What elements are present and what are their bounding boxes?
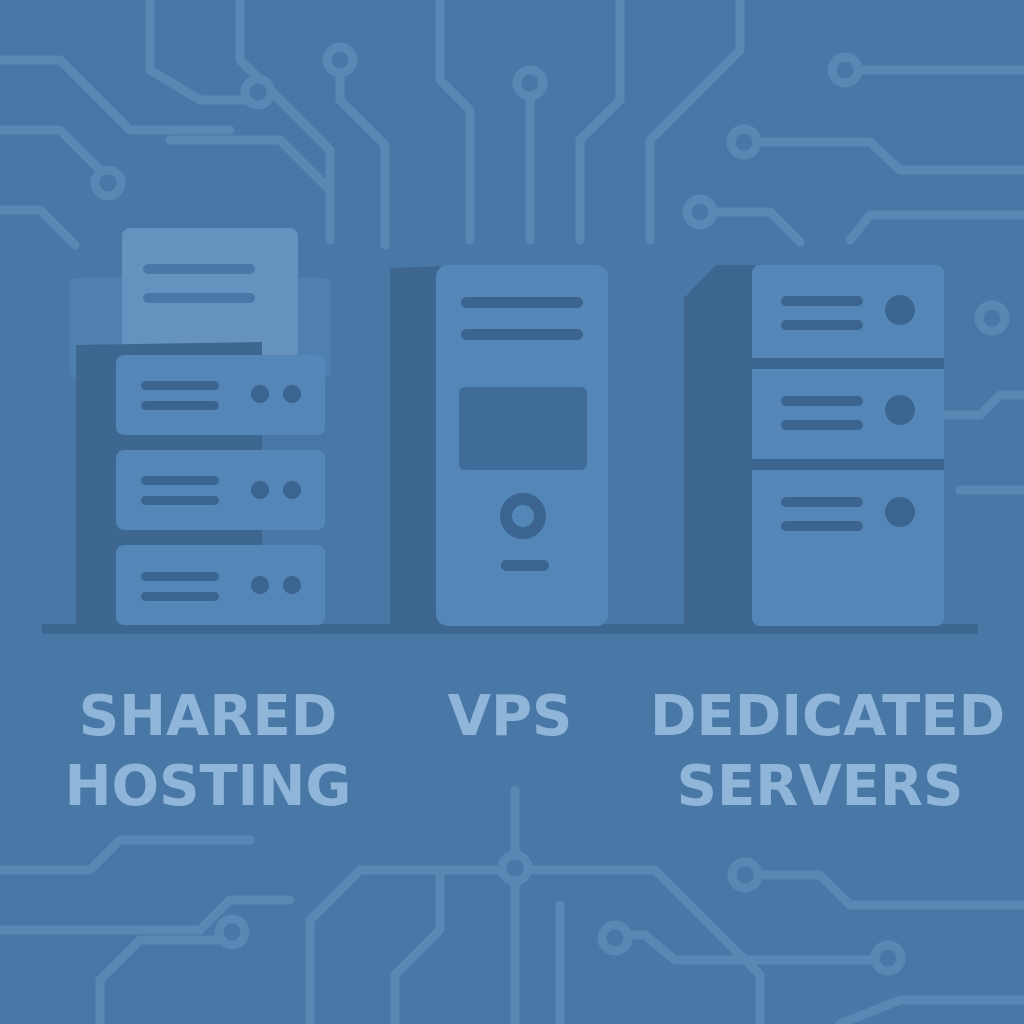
rack-unit	[116, 450, 325, 530]
vent-line	[143, 293, 255, 303]
vent-line	[461, 297, 583, 308]
circuit-node	[597, 920, 633, 956]
circuit-trace	[435, 0, 475, 245]
power-button-icon	[500, 493, 546, 539]
rack-body	[752, 265, 944, 626]
circuit-node	[682, 194, 718, 230]
rack-unit	[116, 355, 325, 435]
vent-line	[781, 521, 863, 531]
rack-divider	[752, 358, 944, 369]
vent-line	[141, 476, 219, 485]
circuit-trace	[235, 0, 335, 245]
vent-line	[141, 572, 219, 581]
circuit-trace	[0, 835, 255, 875]
floor-line	[42, 624, 978, 634]
vent-line	[143, 264, 255, 274]
status-light-icon	[251, 385, 269, 403]
status-light-icon	[885, 395, 915, 425]
circuit-node	[870, 940, 906, 976]
vent-line	[781, 396, 863, 406]
circuit-trace	[610, 930, 885, 965]
vent-line	[141, 381, 219, 390]
label-dedicated-servers: DEDICATED SERVERS	[650, 682, 1006, 822]
vent-line	[141, 401, 219, 410]
rack-divider	[752, 459, 944, 470]
circuit-trace	[645, 0, 745, 245]
circuit-trace	[145, 0, 250, 105]
circuit-trace	[575, 0, 625, 245]
circuit-trace	[335, 65, 390, 250]
drive-bay	[459, 387, 587, 470]
status-light-icon	[885, 497, 915, 527]
vent-line	[141, 496, 219, 505]
circuit-node	[214, 914, 250, 950]
rack-unit	[116, 545, 325, 625]
circuit-node	[727, 857, 763, 893]
circuit-trace	[705, 207, 805, 247]
circuit-trace	[0, 55, 235, 135]
circuit-trace	[390, 865, 520, 1024]
status-light-icon	[283, 481, 301, 499]
vent-line	[781, 420, 863, 430]
circuit-trace	[305, 865, 520, 1024]
circuit-trace	[750, 137, 1024, 175]
status-light-icon	[283, 576, 301, 594]
vent-line	[461, 329, 583, 340]
status-light-icon	[283, 385, 301, 403]
circuit-trace	[0, 205, 80, 250]
circuit-node	[497, 850, 533, 886]
circuit-node	[512, 65, 548, 101]
circuit-trace	[165, 135, 335, 195]
rack-shadow	[684, 265, 756, 626]
indicator-slot	[501, 560, 549, 571]
circuit-trace	[940, 390, 1024, 420]
circuit-trace	[0, 895, 295, 935]
dedicated-server-rack-icon	[684, 265, 944, 626]
circuit-trace	[510, 865, 765, 1024]
label-dedicated-servers-line2: SERVERS	[676, 754, 964, 819]
circuit-nodes	[90, 42, 1010, 976]
circuit-trace	[740, 870, 1024, 910]
circuit-node	[827, 52, 863, 88]
label-dedicated-servers-line1: DEDICATED	[650, 684, 1006, 749]
label-vps-line1: VPS	[447, 684, 573, 749]
status-light-icon	[251, 576, 269, 594]
circuit-trace	[0, 125, 115, 185]
circuit-trace	[845, 210, 1024, 245]
vps-tower-server-icon	[390, 265, 608, 626]
vent-line	[781, 320, 863, 330]
vent-line	[781, 296, 863, 306]
label-shared-hosting-line1: SHARED	[78, 684, 338, 749]
circuit-trace	[95, 935, 240, 1024]
circuit-node	[322, 42, 358, 78]
label-vps: VPS	[410, 682, 610, 752]
label-shared-hosting-line2: HOSTING	[64, 754, 352, 819]
status-light-icon	[251, 481, 269, 499]
circuit-node	[974, 300, 1010, 336]
vent-line	[781, 497, 863, 507]
shared-hosting-server-stack-icon	[70, 228, 330, 628]
vent-line	[141, 592, 219, 601]
tower-shadow	[390, 266, 448, 626]
status-light-icon	[885, 295, 915, 325]
circuit-node	[90, 165, 126, 201]
circuit-node	[726, 124, 762, 160]
label-shared-hosting: SHARED HOSTING	[58, 682, 358, 822]
circuit-trace	[835, 995, 1024, 1024]
circuit-node	[240, 74, 276, 110]
